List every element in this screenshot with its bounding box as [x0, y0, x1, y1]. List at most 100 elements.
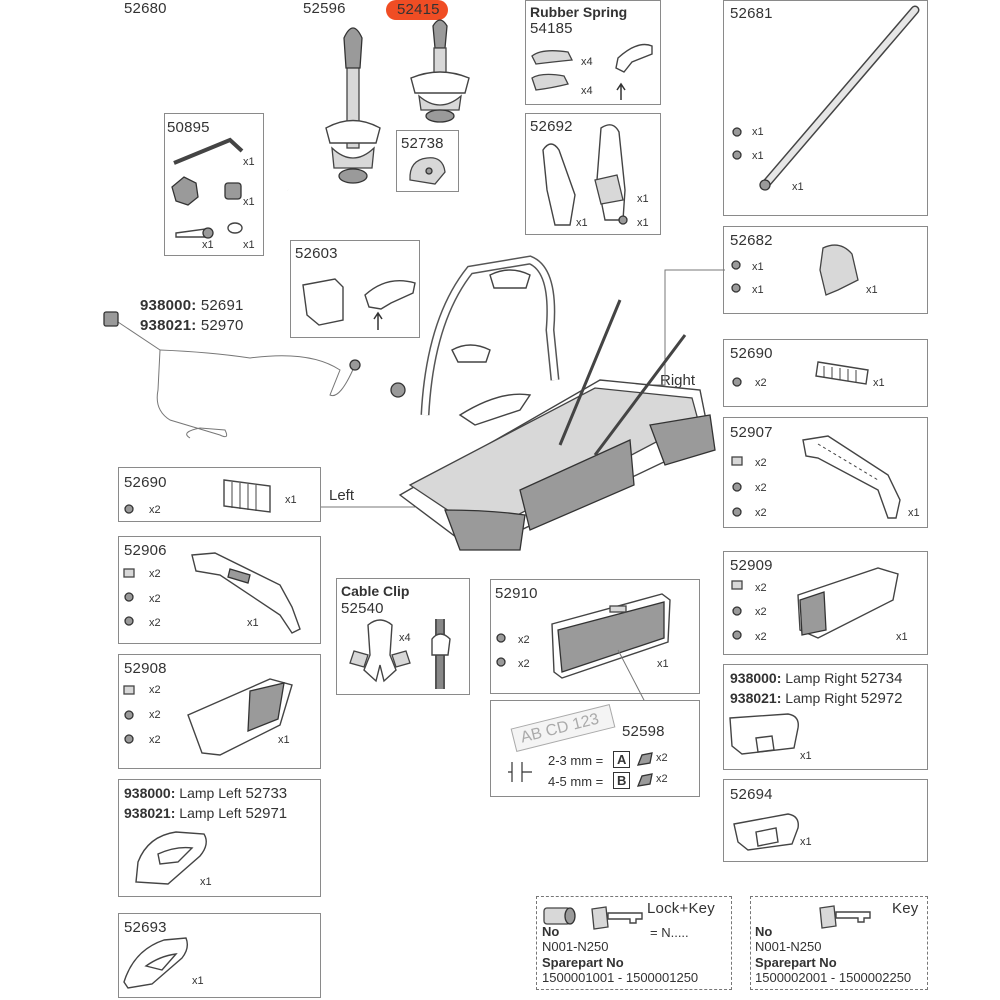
part-52908-label: 52908	[124, 660, 167, 677]
side-rail-right-drawing	[731, 435, 901, 519]
lamp-cover-left-drawing	[123, 937, 189, 989]
cable-line-2: 938021: 52970	[140, 317, 244, 334]
grille-strip-left-drawing	[124, 479, 271, 514]
qty-52692-c: x1	[637, 217, 649, 229]
qty-52906-d: x1	[247, 617, 259, 629]
lock-key-no-label: No	[542, 924, 560, 939]
qty-50895-c: x1	[202, 239, 214, 251]
lock-cylinder-icon	[543, 907, 576, 925]
qty-52693: x1	[192, 975, 204, 987]
key-no-value: N001-N250	[755, 939, 822, 954]
lock-key-spare-value: 1500001001 - 1500001250	[542, 970, 699, 985]
lock-key-no-value: N001-N250	[542, 939, 609, 954]
part-52692-label: 52692	[530, 118, 573, 135]
plate-letter-b: B	[613, 772, 631, 789]
qty-52907-a: x2	[755, 457, 767, 469]
part-52598-label: 52598	[622, 723, 665, 740]
panel-leader-line	[617, 649, 646, 703]
lock-key-spare-label: Sparepart No	[542, 955, 624, 970]
qty-52692-b: x1	[637, 193, 649, 205]
key-spare-value: 1500002001 - 1500002250	[755, 970, 912, 985]
cable-clip-drawing	[349, 619, 451, 689]
part-50895-label: 50895	[167, 119, 210, 136]
qty-52690-right-b: x1	[873, 377, 885, 389]
qty-52681-c: x1	[792, 181, 804, 193]
qty-52909-b: x2	[755, 606, 767, 618]
qty-52540: x4	[399, 632, 411, 644]
plate-row-a-text: 2-3 mm =	[548, 753, 604, 768]
cable-clip-title: Cable Clip	[341, 583, 410, 599]
qty-52908-d: x1	[278, 734, 290, 746]
part-52690-left-label: 52690	[124, 474, 167, 491]
key-no-label: No	[755, 924, 773, 939]
end-cover-left-drawing	[123, 678, 293, 756]
key-title: Key	[892, 900, 919, 917]
thickness-arrows	[508, 762, 532, 782]
part-52540-label: 52540	[341, 600, 384, 617]
qty-52682-b: x1	[752, 284, 764, 296]
qty-52907-d: x1	[908, 507, 920, 519]
qty-52907-c: x2	[755, 507, 767, 519]
end-cover-right-drawing	[731, 567, 899, 640]
qty-52910-c: x1	[657, 658, 669, 670]
qty-52908-a: x2	[149, 684, 161, 696]
carrier-drawing	[390, 255, 716, 551]
part-52680-label: 52680	[124, 0, 167, 17]
part-54185-label: 54185	[530, 20, 573, 37]
lock-key-eq: = N.....	[650, 925, 689, 940]
spacer-a-icon	[636, 752, 653, 766]
qty-54185-b: x4	[581, 85, 593, 97]
lamp-right-line-1: 938000: Lamp Right 52734	[730, 670, 903, 687]
part-52415-label: 52415	[397, 1, 440, 18]
plate-row-b-text: 4-5 mm =	[548, 774, 604, 789]
qty-52681-a: x1	[752, 126, 764, 138]
holder-plates-drawing	[542, 124, 628, 226]
lamp-left-drawing	[135, 831, 207, 885]
lamp-left-line-2: 938021: Lamp Left 52971	[124, 805, 288, 822]
key-only-icon	[819, 905, 871, 929]
qty-52598-a: x2	[656, 752, 668, 764]
key-spare-label: Sparepart No	[755, 955, 837, 970]
part-52603-label: 52603	[295, 245, 338, 262]
qty-52909-c: x2	[755, 631, 767, 643]
short-arm-drawing	[410, 19, 470, 123]
qty-52692-a: x1	[576, 217, 588, 229]
qty-52909-d: x1	[896, 631, 908, 643]
qty-50895-a: x1	[243, 156, 255, 168]
grille-strip-right-drawing	[732, 361, 869, 387]
cap-drawing	[409, 157, 446, 185]
qty-52906-b: x2	[149, 593, 161, 605]
left-leader-line	[320, 506, 415, 508]
part-52681-label: 52681	[730, 5, 773, 22]
qty-lamp-right: x1	[800, 750, 812, 762]
qty-52690-left-b: x1	[285, 494, 297, 506]
qty-52598-b: x2	[656, 773, 668, 785]
key-icon	[591, 906, 643, 930]
part-52693-label: 52693	[124, 919, 167, 936]
part-52596-label: 52596	[303, 0, 346, 17]
qty-52694: x1	[800, 836, 812, 848]
part-52909-label: 52909	[730, 557, 773, 574]
qty-52908-c: x2	[149, 734, 161, 746]
qty-52681-b: x1	[752, 150, 764, 162]
clamp-drawing	[731, 244, 859, 296]
part-52910-label: 52910	[495, 585, 538, 602]
bracket-drawing	[302, 278, 416, 330]
left-side-label: Left	[329, 487, 355, 504]
qty-52906-c: x2	[149, 617, 161, 629]
qty-50895-b: x1	[243, 196, 255, 208]
long-arm-drawing	[325, 27, 381, 184]
side-rail-left-drawing	[123, 552, 301, 634]
qty-50895-d: x1	[243, 239, 255, 251]
qty-52908-b: x2	[149, 709, 161, 721]
qty-52690-right-a: x2	[755, 377, 767, 389]
lamp-right-drawing	[729, 713, 799, 755]
qty-52910-b: x2	[518, 658, 530, 670]
box-52690-left	[118, 467, 321, 522]
part-52690-right-label: 52690	[730, 345, 773, 362]
qty-52906-a: x2	[149, 568, 161, 580]
part-52906-label: 52906	[124, 542, 167, 559]
strap-drawing	[732, 5, 920, 191]
lock-key-title: Lock+Key	[647, 900, 715, 917]
right-side-label: Right	[660, 372, 696, 389]
